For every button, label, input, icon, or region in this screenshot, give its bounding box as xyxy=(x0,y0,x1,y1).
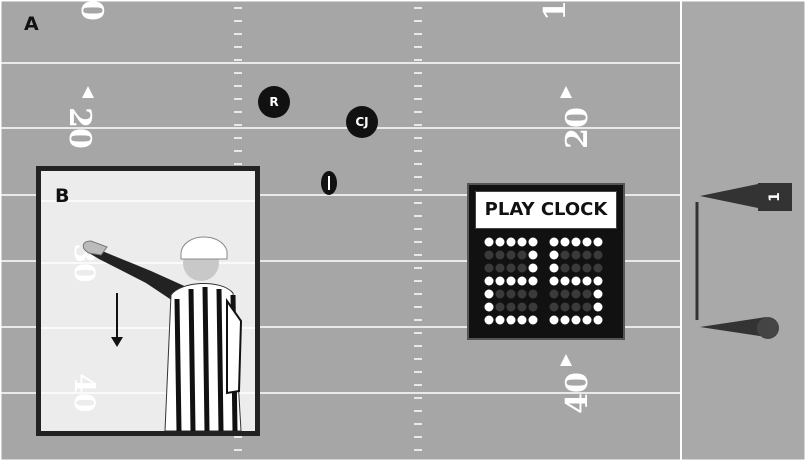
clock-dot xyxy=(485,316,494,325)
clock-dot xyxy=(583,290,592,299)
clock-dot xyxy=(507,316,516,325)
down-number-flag: 1 xyxy=(758,183,792,211)
clock-dot xyxy=(572,238,581,247)
clock-dot xyxy=(507,290,516,299)
clock-dot xyxy=(561,316,570,325)
clock-dot xyxy=(572,251,581,260)
clock-dot xyxy=(529,316,538,325)
clock-dot xyxy=(518,251,527,260)
clock-dot xyxy=(529,277,538,286)
clock-dot xyxy=(594,290,603,299)
clock-dot xyxy=(485,303,494,312)
play-clock-digits xyxy=(469,185,623,338)
clock-dot xyxy=(550,251,559,260)
clock-dot xyxy=(518,238,527,247)
referee-signal-illustration: 30 40 xyxy=(41,171,255,431)
clock-dot xyxy=(496,303,505,312)
clock-dot xyxy=(583,264,592,273)
clock-dot xyxy=(550,238,559,247)
yard-number-40-right: 40 xyxy=(560,372,595,414)
clock-dot xyxy=(496,290,505,299)
clock-dot xyxy=(485,277,494,286)
clock-dot xyxy=(561,238,570,247)
clock-dot xyxy=(561,251,570,260)
yard-number-20-right: 20 xyxy=(560,107,595,149)
chain-pole-base-icon xyxy=(757,317,779,339)
clock-dot xyxy=(529,251,538,260)
panel-a-label: A xyxy=(24,13,39,35)
clock-dot xyxy=(583,251,592,260)
clock-dot xyxy=(594,316,603,325)
clock-dot xyxy=(550,303,559,312)
clock-dot xyxy=(496,264,505,273)
clock-dot xyxy=(529,290,538,299)
clock-dot xyxy=(529,264,538,273)
clock-dot xyxy=(485,290,494,299)
clock-dot xyxy=(550,264,559,273)
clock-dot xyxy=(518,277,527,286)
inset-yard-number-40: 40 xyxy=(68,374,101,413)
official-center-judge-marker: CJ xyxy=(346,106,378,138)
down-number-text: 1 xyxy=(761,192,789,202)
clock-dot xyxy=(594,277,603,286)
yard-number-10-top-left: 10 xyxy=(74,0,109,21)
clock-dot xyxy=(518,316,527,325)
clock-dot xyxy=(583,277,592,286)
clock-dot xyxy=(496,316,505,325)
clock-dot xyxy=(594,264,603,273)
clock-dot xyxy=(561,264,570,273)
clock-dot xyxy=(550,290,559,299)
clock-dot xyxy=(572,290,581,299)
clock-dot xyxy=(550,316,559,325)
clock-dot xyxy=(572,264,581,273)
clock-dot xyxy=(583,238,592,247)
clock-dot xyxy=(507,238,516,247)
clock-dot xyxy=(561,277,570,286)
clock-dot xyxy=(594,251,603,260)
clock-dot xyxy=(496,251,505,260)
play-clock-board: PLAY CLOCK xyxy=(467,183,625,340)
clock-dot xyxy=(583,303,592,312)
clock-dot xyxy=(485,251,494,260)
clock-dot xyxy=(529,303,538,312)
signal-inset-panel: 30 40 B xyxy=(36,166,260,436)
clock-dot xyxy=(572,303,581,312)
clock-dot xyxy=(518,290,527,299)
clock-dot xyxy=(594,238,603,247)
clock-dot xyxy=(518,264,527,273)
yard-number-10-top-right: 10 xyxy=(538,0,573,21)
clock-dot xyxy=(496,238,505,247)
clock-dot xyxy=(572,316,581,325)
clock-dot xyxy=(507,277,516,286)
yard-number-20-left: 20 xyxy=(62,107,97,149)
official-referee-marker: R xyxy=(258,86,290,118)
clock-dot xyxy=(485,264,494,273)
clock-dot xyxy=(507,264,516,273)
clock-dot xyxy=(572,277,581,286)
clock-dot xyxy=(583,316,592,325)
clock-dot xyxy=(518,303,527,312)
panel-b-label: B xyxy=(55,185,69,207)
clock-dot xyxy=(496,277,505,286)
clock-dot xyxy=(594,303,603,312)
clock-dot xyxy=(529,238,538,247)
clock-dot xyxy=(561,303,570,312)
clock-dot xyxy=(561,290,570,299)
clock-dot xyxy=(507,251,516,260)
clock-dot xyxy=(485,238,494,247)
clock-dot xyxy=(550,277,559,286)
clock-dot xyxy=(507,303,516,312)
